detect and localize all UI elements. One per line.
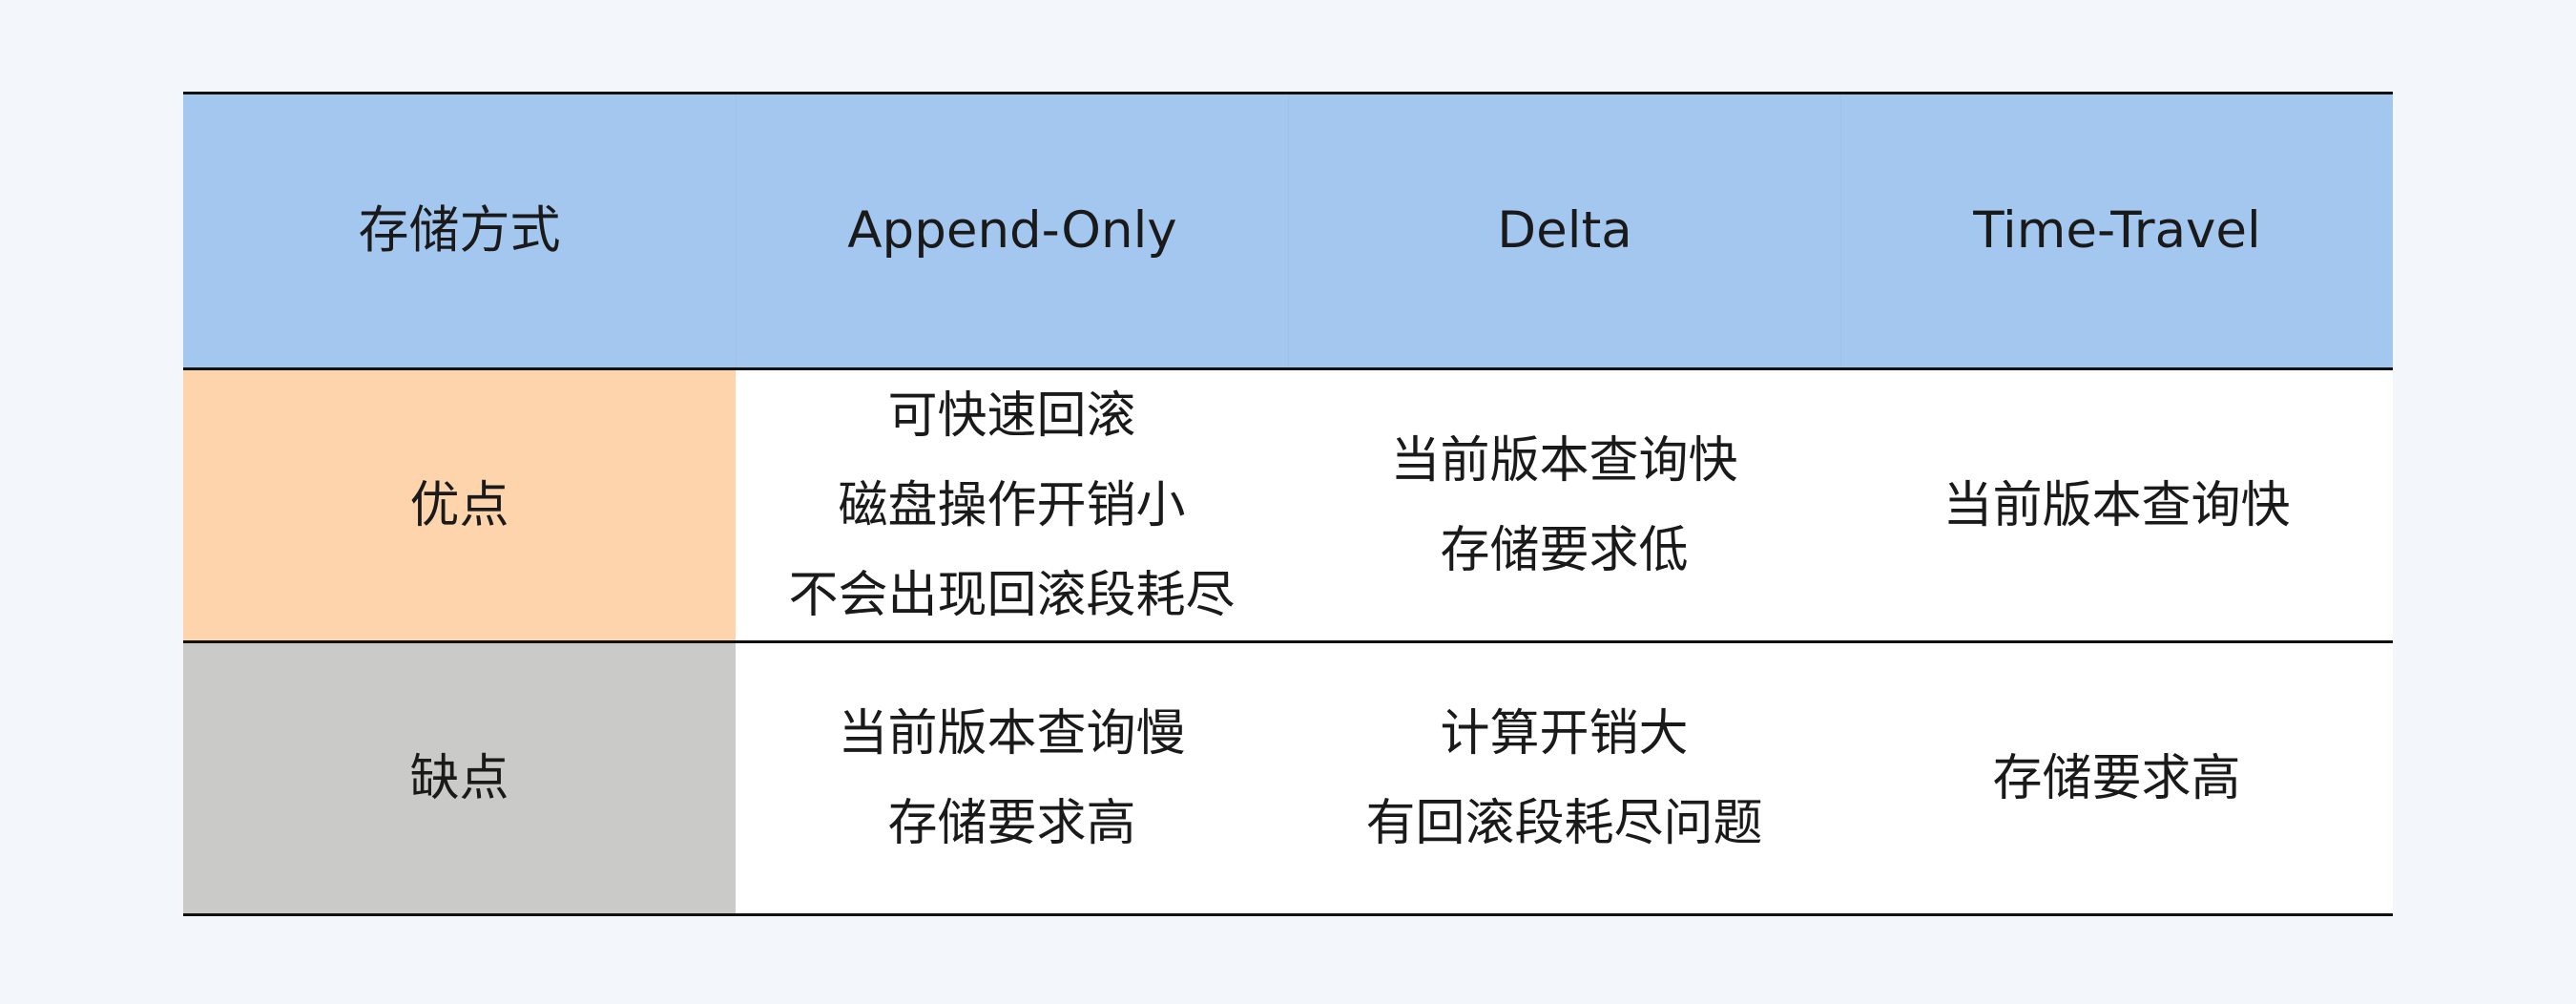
- cell-line: 不会出现回滚段耗尽: [788, 566, 1236, 624]
- cell-pros-append-only: 可快速回滚 磁盘操作开销小 不会出现回滚段耗尽: [736, 370, 1288, 640]
- cell-cons-append-only: 当前版本查询慢 存储要求高: [736, 643, 1288, 913]
- header-cell-time-travel: Time-Travel: [1840, 94, 2393, 367]
- cell-cons-time-travel: 存储要求高: [1840, 643, 2393, 913]
- cell-line: 当前版本查询快: [1390, 431, 1738, 490]
- table-row-cons: 缺点 当前版本查询慢 存储要求高 计算开销大 有回滚段耗尽问题 存储要求高: [183, 640, 2393, 913]
- table-header-row: 存储方式 Append-Only Delta Time-Travel: [183, 94, 2393, 367]
- cell-line: 可快速回滚: [887, 387, 1136, 445]
- cell-line: 有回滚段耗尽问题: [1365, 794, 1763, 852]
- row-label: 优点: [409, 476, 509, 534]
- header-cell-append-only: Append-Only: [736, 94, 1288, 367]
- header-label: Delta: [1497, 201, 1632, 260]
- cell-pros-time-travel: 当前版本查询快: [1840, 370, 2393, 640]
- row-label: 缺点: [409, 749, 509, 807]
- header-label: Append-Only: [847, 201, 1177, 260]
- cell-line: 当前版本查询慢: [838, 704, 1186, 763]
- cell-pros-delta: 当前版本查询快 存储要求低: [1288, 370, 1840, 640]
- header-label: 存储方式: [358, 201, 561, 260]
- comparison-table: 存储方式 Append-Only Delta Time-Travel 优点 可快…: [183, 92, 2393, 916]
- row-label-cons: 缺点: [183, 643, 736, 913]
- cell-line: 当前版本查询快: [1942, 476, 2291, 534]
- cell-line: 存储要求高: [887, 794, 1136, 852]
- header-label: Time-Travel: [1973, 201, 2261, 260]
- row-label-pros: 优点: [183, 370, 736, 640]
- header-cell-delta: Delta: [1288, 94, 1840, 367]
- cell-line: 计算开销大: [1440, 704, 1689, 763]
- header-cell-storage-method: 存储方式: [183, 94, 736, 367]
- table-row-pros: 优点 可快速回滚 磁盘操作开销小 不会出现回滚段耗尽 当前版本查询快 存储要求低…: [183, 367, 2393, 640]
- cell-line: 存储要求低: [1440, 521, 1689, 579]
- cell-line: 磁盘操作开销小: [838, 476, 1186, 534]
- cell-line: 存储要求高: [1992, 749, 2241, 807]
- cell-cons-delta: 计算开销大 有回滚段耗尽问题: [1288, 643, 1840, 913]
